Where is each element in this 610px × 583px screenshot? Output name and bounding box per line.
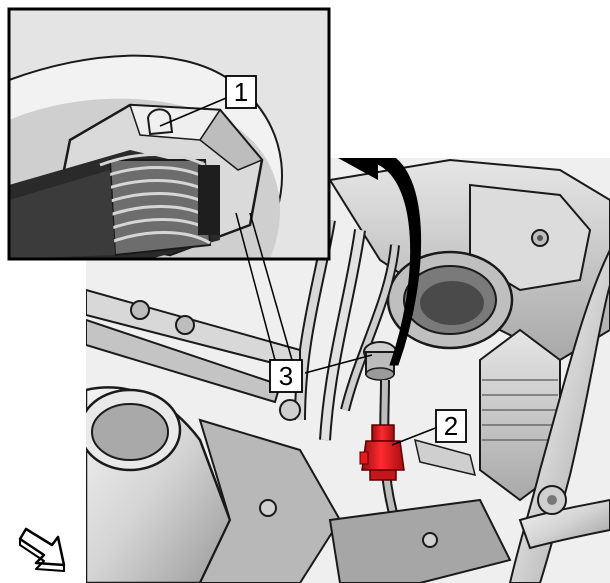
fuel-rail <box>86 288 301 421</box>
callout-3: 3 <box>269 359 303 393</box>
callout-2-label: 2 <box>444 411 458 441</box>
curved-rotation-arrow-icon <box>338 158 422 366</box>
left-intake-tube <box>86 386 232 583</box>
filter-cylinder <box>479 328 561 502</box>
callout-1: 1 <box>225 75 257 109</box>
callout-2: 2 <box>435 409 467 443</box>
main-engine-view <box>86 158 610 583</box>
locking-tab <box>146 108 174 136</box>
inset-detail-view <box>7 7 331 261</box>
leader-lines <box>159 92 439 446</box>
front-direction-arrow-icon <box>18 527 66 572</box>
red-sensor-connector <box>359 424 405 481</box>
right-coolant-pipe <box>508 249 610 583</box>
threaded-sensor-body <box>9 150 220 259</box>
callout-3-label: 3 <box>279 361 293 391</box>
inset-frame <box>7 7 331 261</box>
callout-1-label: 1 <box>234 77 248 107</box>
lower-bracket <box>198 418 512 583</box>
